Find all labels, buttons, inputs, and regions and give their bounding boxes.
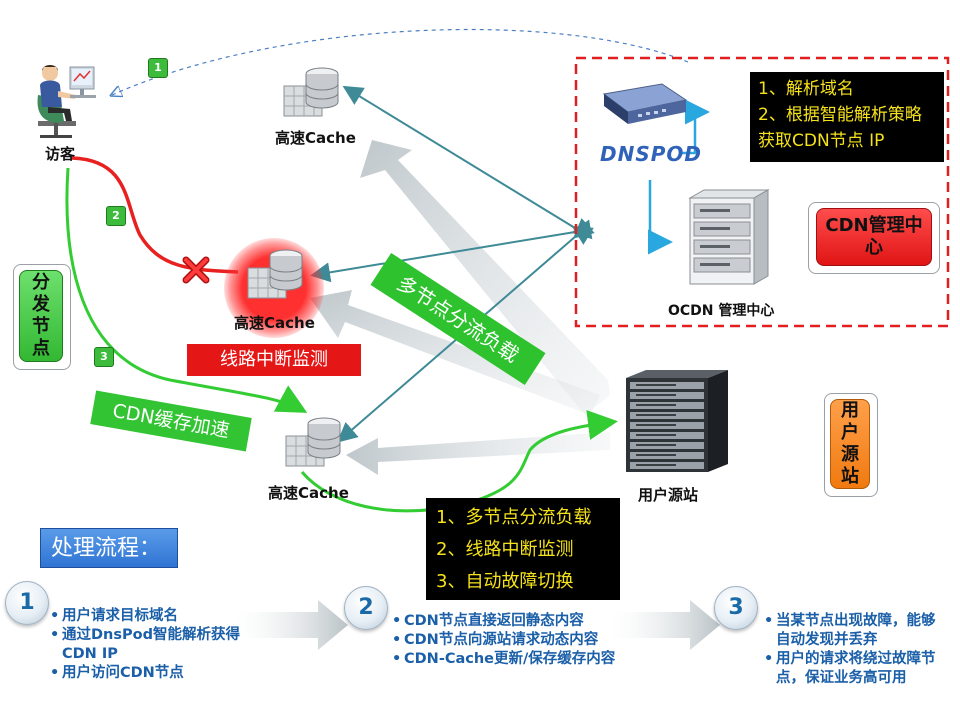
process-step-2-item: CDN节点向源站请求动态内容 xyxy=(390,631,650,650)
ocdn-center-label: OCDN 管理中心 xyxy=(668,303,775,319)
process-step-3-item: 当某节点出现故障，能够自动发现并丢弃 xyxy=(762,612,948,650)
cache-server-bottom-icon xyxy=(285,417,341,467)
dns-info-line-2: 2、根据智能解析策略获取CDN节点 IP xyxy=(758,105,922,151)
grey-arrow-to-bottom-cache xyxy=(346,432,610,475)
cache-bottom-label: 高速Cache xyxy=(268,484,349,502)
cache-top-label: 高速Cache xyxy=(275,129,356,147)
line-monitor-label: 线路中断监测 xyxy=(187,344,361,376)
process-step-2-item: CDN-Cache更新/保存缓存内容 xyxy=(390,650,650,669)
process-step-1-number: 1 xyxy=(5,581,49,625)
distribute-node-button: 分发节点 xyxy=(19,270,63,362)
green-access-path xyxy=(65,167,308,413)
process-step-1-item: 用户访问CDN节点 xyxy=(48,664,248,683)
step-badge-3: 3 xyxy=(94,347,114,367)
ocdn-server-icon xyxy=(688,189,770,285)
dns-cdn-dashed-box xyxy=(574,56,950,328)
process-step-2-item: CDN节点直接返回静态内容 xyxy=(390,612,650,631)
blue-connector-up xyxy=(680,99,710,155)
red-failed-path xyxy=(71,156,239,274)
process-title: 处理流程： xyxy=(40,528,178,568)
dns-info-box: 1、解析域名 2、根据智能解析策略获取CDN节点 IP xyxy=(750,72,944,162)
cdn-manage-button: CDN管理中心 xyxy=(816,208,932,266)
process-step-1-list: 用户请求目标域名 通过DnsPod智能解析获得CDN IP 用户访问CDN节点 xyxy=(48,607,248,683)
process-step-2-list: CDN节点直接返回静态内容 CDN节点向源站请求动态内容 CDN-Cache更新… xyxy=(390,612,650,669)
process-step-3-list: 当某节点出现故障，能够自动发现并丢弃 用户的请求将绕过故障节点，保证业务高可用 xyxy=(762,612,948,688)
visitor-label: 访客 xyxy=(45,145,76,163)
dnspod-router-icon xyxy=(602,83,688,124)
cache-mid-label: 高速Cache xyxy=(234,314,315,332)
step-badge-1: 1 xyxy=(148,58,168,78)
cache-server-failed-icon xyxy=(247,249,303,299)
process-step-3-item: 用户的请求将绕过故障节点，保证业务高可用 xyxy=(762,650,948,688)
step-badge-2: 2 xyxy=(106,206,126,226)
process-step-1-item: 用户请求目标域名 xyxy=(48,607,248,626)
process-step-1-item: 通过DnsPod智能解析获得CDN IP xyxy=(48,626,248,664)
dns-info-line-1: 1、解析域名 xyxy=(758,79,854,99)
process-arrow-1 xyxy=(235,600,348,650)
visitor-person-icon xyxy=(37,65,96,138)
process-step-2-number: 2 xyxy=(344,586,388,630)
green-origin-path xyxy=(300,410,618,513)
feature-item-3: 3、自动故障切换 xyxy=(436,571,574,592)
blue-connector-down xyxy=(648,180,673,255)
feature-box: 1、多节点分流负载 2、线路中断监测 3、自动故障切换 xyxy=(426,498,620,600)
teal-arrow-top xyxy=(342,85,594,245)
cache-server-top-icon xyxy=(283,67,339,117)
failure-x-icon xyxy=(182,256,210,284)
origin-label: 用户源站 xyxy=(638,486,699,504)
feature-item-1: 1、多节点分流负载 xyxy=(436,507,592,528)
feature-item-2: 2、线路中断监测 xyxy=(436,539,574,560)
origin-server-rack-icon xyxy=(626,370,728,472)
dns-response-dashed-arrow xyxy=(112,28,689,95)
process-step-3-number: 3 xyxy=(714,586,758,630)
user-origin-button: 用户源站 xyxy=(830,399,870,489)
dnspod-logo: DNSPOD xyxy=(600,142,703,166)
